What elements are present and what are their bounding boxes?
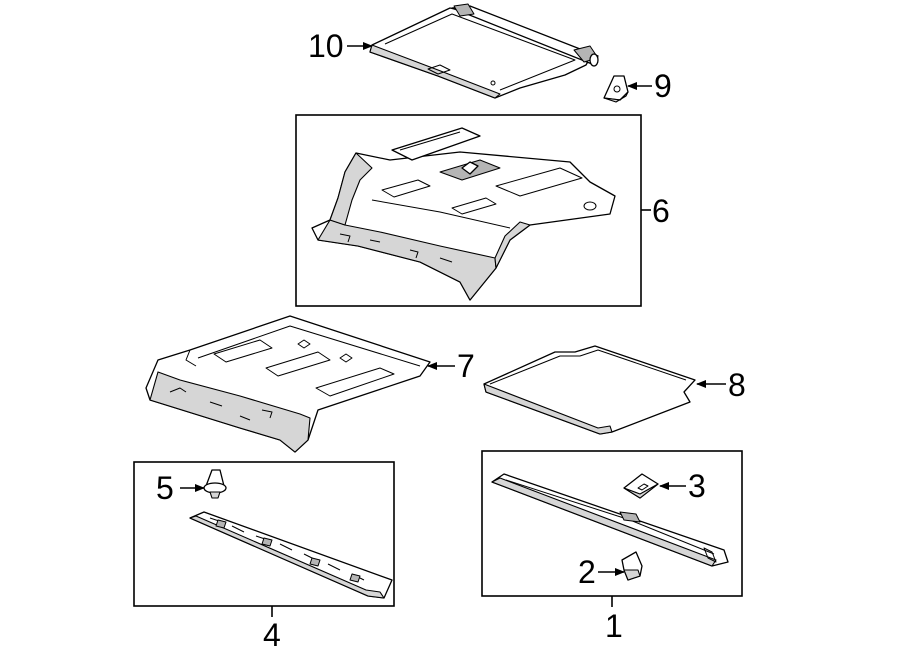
part-1-cargo-cover-assembly: [491, 473, 729, 567]
part-2-clip: [621, 551, 643, 581]
callout-7: 7: [427, 348, 475, 384]
callout-4: 4: [263, 606, 281, 653]
callout-10-label: 10: [308, 28, 344, 64]
part-3-pad: [623, 473, 659, 499]
part-4-group-box: [133, 461, 395, 607]
callout-6-label: 6: [652, 193, 670, 229]
callout-8-label: 8: [728, 367, 746, 403]
callout-10: 10: [308, 28, 373, 64]
part-7-floor-panel: [145, 315, 431, 453]
callout-5-label: 5: [156, 470, 174, 506]
part-5-push-pin-fastener: [203, 469, 227, 499]
part-10-cargo-cover: [369, 3, 599, 99]
callout-2-label: 2: [578, 554, 596, 590]
callout-4-label: 4: [263, 617, 281, 653]
callout-1-label: 1: [605, 608, 623, 644]
callout-3: 3: [659, 468, 706, 504]
callout-9: 9: [627, 68, 672, 104]
part-4-sill-plate: [189, 511, 393, 599]
callout-6: 6: [641, 193, 670, 229]
part-9-bracket: [603, 75, 629, 103]
callout-7-label: 7: [457, 348, 475, 384]
callout-1: 1: [605, 596, 623, 644]
part-8-cargo-mat: [483, 345, 696, 435]
part-6-load-floor-panel: [311, 127, 616, 301]
callout-2: 2: [578, 554, 625, 590]
callout-5: 5: [156, 470, 205, 506]
callout-3-label: 3: [688, 468, 706, 504]
callout-8: 8: [696, 367, 746, 403]
callout-9-label: 9: [654, 68, 672, 104]
